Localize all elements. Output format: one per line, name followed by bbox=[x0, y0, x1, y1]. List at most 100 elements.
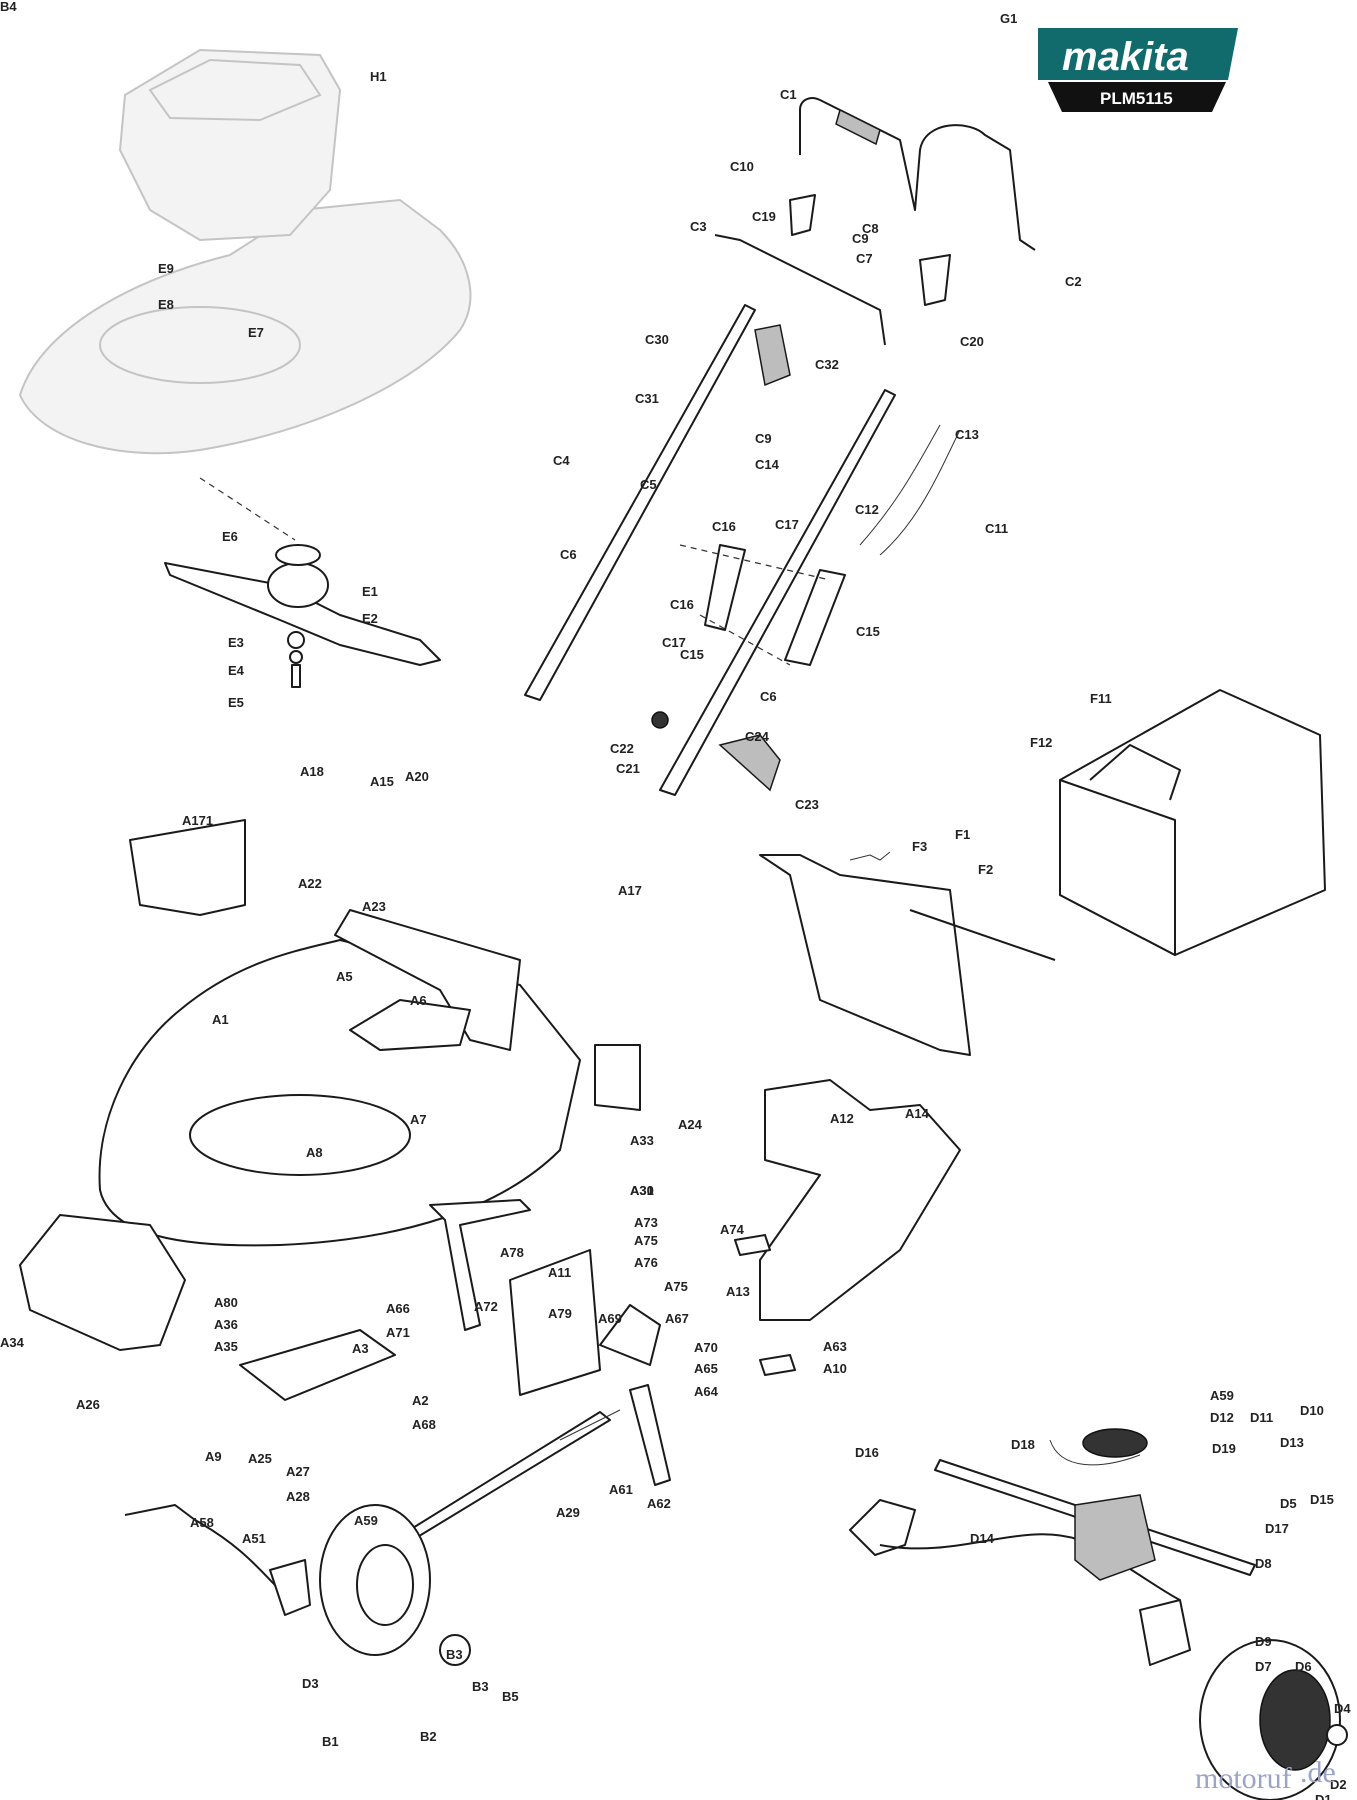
callout-label: A14 bbox=[905, 1106, 930, 1121]
rear-wheel-bracket bbox=[1139, 1599, 1191, 1666]
watermark-suffix: .de bbox=[1300, 1756, 1336, 1789]
callout-label: A2 bbox=[412, 1393, 429, 1408]
callout-label: D12 bbox=[1210, 1410, 1234, 1425]
callout-label: A36 bbox=[214, 1317, 238, 1332]
logo-text: makita bbox=[1062, 35, 1189, 79]
callout-label: D1 bbox=[1315, 1792, 1332, 1800]
grass-box-frame bbox=[759, 854, 971, 1056]
callout-label: D15 bbox=[1310, 1492, 1334, 1507]
callout-label: C13 bbox=[955, 427, 979, 442]
callout-label: D9 bbox=[1255, 1634, 1272, 1649]
callout-label: A67 bbox=[665, 1311, 689, 1326]
height-handle bbox=[734, 1234, 771, 1256]
callout-label: C1 bbox=[780, 87, 797, 102]
callout-label: A7 bbox=[410, 1112, 427, 1127]
callout-label: C6 bbox=[760, 689, 777, 704]
callout-label: A9 bbox=[205, 1449, 222, 1464]
control-box bbox=[754, 324, 791, 387]
brake-cable-assembly bbox=[124, 1504, 311, 1616]
callout-label: H1 bbox=[370, 69, 387, 84]
callout-label: D5 bbox=[1280, 1496, 1297, 1511]
callout-label: A30 bbox=[630, 1183, 654, 1198]
callout-label: D7 bbox=[1255, 1659, 1272, 1674]
callout-label: A75 bbox=[634, 1233, 658, 1248]
callout-label: C5 bbox=[640, 477, 657, 492]
callout-label: D10 bbox=[1300, 1403, 1324, 1418]
front-cover bbox=[19, 1214, 186, 1351]
callout-label: C2 bbox=[1065, 274, 1082, 289]
callout-label: A75 bbox=[664, 1279, 688, 1294]
callout-label: C21 bbox=[616, 761, 640, 776]
callout-label: C16 bbox=[712, 519, 736, 534]
callout-label: G1 bbox=[1000, 11, 1017, 26]
callout-label: A35 bbox=[214, 1339, 238, 1354]
drive-belt bbox=[1049, 1439, 1141, 1466]
callout-label: B3 bbox=[446, 1647, 463, 1662]
callout-label: A26 bbox=[76, 1397, 100, 1412]
grass-box-assembly bbox=[759, 689, 1326, 1056]
engine-deck-assembly bbox=[18, 48, 472, 455]
grass-box-handle bbox=[1089, 744, 1181, 801]
callout-label: E1 bbox=[362, 584, 378, 599]
deck-opening bbox=[189, 1094, 411, 1176]
gearbox bbox=[1074, 1494, 1156, 1581]
callout-label: A76 bbox=[634, 1255, 658, 1270]
callout-label: E8 bbox=[158, 297, 174, 312]
callout-label: A65 bbox=[694, 1361, 718, 1376]
callout-label: A15 bbox=[370, 774, 394, 789]
callout-label: A62 bbox=[647, 1496, 671, 1511]
washer bbox=[287, 631, 305, 649]
callout-label: C20 bbox=[960, 334, 984, 349]
handle-grip bbox=[835, 108, 881, 146]
callout-label: C9 bbox=[755, 431, 772, 446]
callout-label: C19 bbox=[752, 209, 776, 224]
knob bbox=[718, 734, 781, 792]
callout-label: A12 bbox=[830, 1111, 854, 1126]
callout-label: E7 bbox=[248, 325, 264, 340]
callout-label: C32 bbox=[815, 357, 839, 372]
callout-label: C8 bbox=[862, 221, 879, 236]
callout-label: C16 bbox=[670, 597, 694, 612]
callout-label: A1 bbox=[212, 1012, 229, 1027]
callout-label: B5 bbox=[502, 1689, 519, 1704]
callout-label: C31 bbox=[635, 391, 659, 406]
height-plate bbox=[509, 1249, 601, 1396]
blade-adapter-top bbox=[275, 544, 321, 566]
callout-label: A11 bbox=[548, 1265, 571, 1280]
callout-label: A171 bbox=[182, 813, 213, 828]
side-cover bbox=[594, 1044, 641, 1111]
callout-label: F12 bbox=[1030, 735, 1052, 750]
callout-label: A22 bbox=[298, 876, 322, 891]
deck-rear-housing bbox=[334, 909, 521, 1051]
handle-bracket-left bbox=[789, 194, 816, 236]
callout-label: E6 bbox=[222, 529, 238, 544]
callout-label: A31 bbox=[630, 1183, 654, 1198]
callout-label: C7 bbox=[856, 251, 873, 266]
front-wheel-hub bbox=[356, 1544, 414, 1626]
callout-label: C10 bbox=[730, 159, 754, 174]
callout-label: F2 bbox=[978, 862, 993, 877]
pulley bbox=[1082, 1428, 1148, 1458]
upper-handle bbox=[799, 97, 1036, 251]
callout-label: A68 bbox=[412, 1417, 436, 1432]
nut bbox=[651, 711, 669, 729]
callout-label: D19 bbox=[1212, 1441, 1236, 1456]
lower-handle-right bbox=[659, 389, 896, 796]
callout-label: E3 bbox=[228, 635, 244, 650]
cable bbox=[859, 424, 941, 546]
blade-assembly bbox=[164, 477, 441, 688]
callout-label: A24 bbox=[678, 1117, 703, 1132]
engine-top-grey bbox=[148, 58, 322, 122]
callout-label: E2 bbox=[362, 611, 378, 626]
pivot-arm bbox=[629, 1384, 671, 1486]
callout-label: D16 bbox=[855, 1445, 879, 1460]
handle-bracket-right bbox=[919, 254, 951, 306]
callout-label: D6 bbox=[1295, 1659, 1312, 1674]
callout-label: A29 bbox=[556, 1505, 580, 1520]
callout-label: A70 bbox=[694, 1340, 718, 1355]
model-number: PLM5115 bbox=[1100, 89, 1173, 108]
rear-flap bbox=[239, 1329, 396, 1401]
sector-gear bbox=[599, 1304, 661, 1366]
callout-label: A58 bbox=[190, 1515, 214, 1530]
